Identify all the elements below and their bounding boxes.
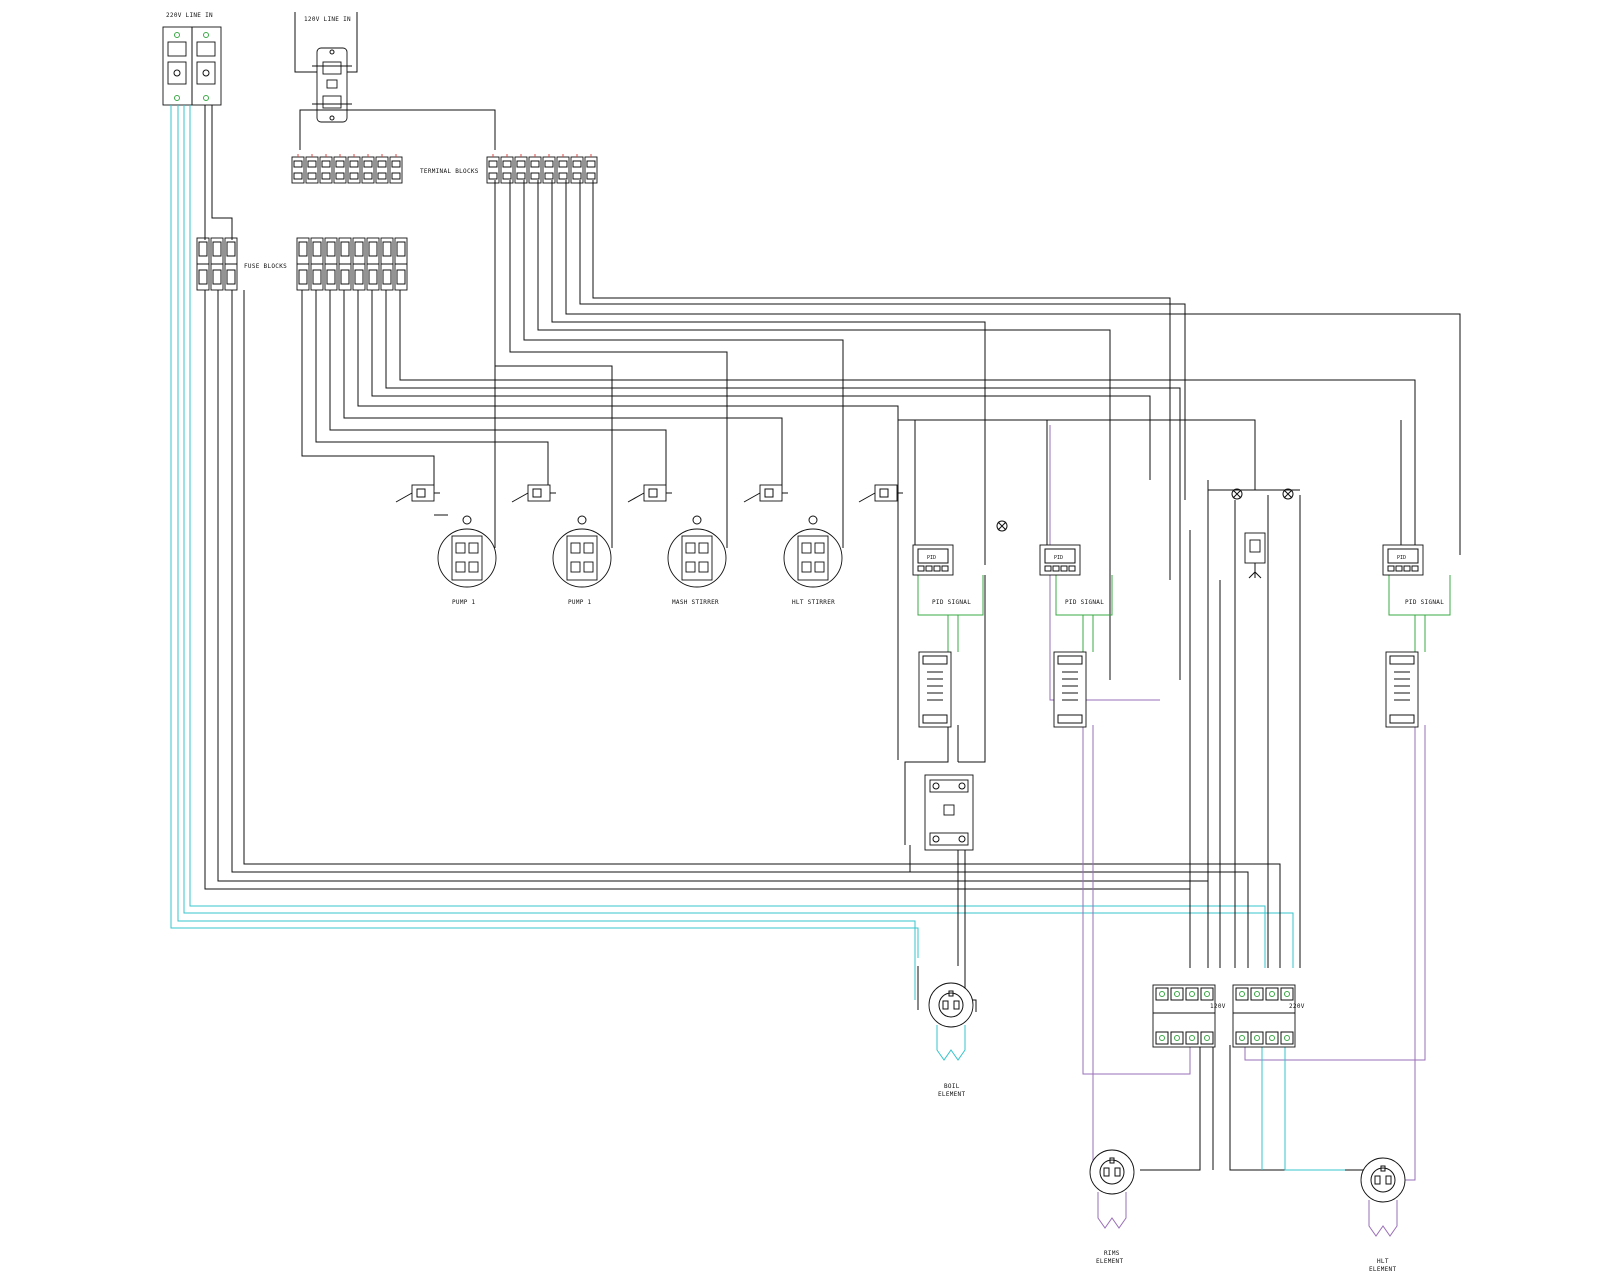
outlet-mash-stirrer	[667, 515, 727, 588]
label-mash-stirrer: MASH STIRRER	[672, 599, 719, 606]
terminal-block-icon	[556, 154, 570, 184]
pid-face-label: PID	[927, 555, 936, 561]
fuse-block-icon	[210, 237, 224, 291]
terminal-block-icon	[584, 154, 598, 184]
outlet-hlt-stirrer	[783, 515, 843, 588]
pid-face-label: PID	[1054, 555, 1063, 561]
label-pid-signal-3: PID SIGNAL	[1405, 599, 1444, 606]
contactor-220v	[1232, 984, 1296, 1048]
fuse-block-icon	[324, 237, 338, 291]
fuse-block-icon	[310, 237, 324, 291]
fuse-block-icon	[352, 237, 366, 291]
fuse-block-icon	[296, 237, 310, 291]
ssr-1	[918, 651, 952, 728]
label-pid-signal-1: PID SIGNAL	[932, 599, 971, 606]
terminal-block-icon	[375, 154, 389, 184]
pid-controller-3: PID	[1382, 544, 1424, 576]
terminal-blocks-right	[486, 154, 598, 184]
gfci-outlet-120v: 120V LINE IN	[294, 12, 358, 123]
label-hlt-element-2: ELEMENT	[1369, 1266, 1396, 1273]
terminal-block-icon	[514, 154, 528, 184]
terminal-block-icon	[528, 154, 542, 184]
terminal-block-icon	[486, 154, 500, 184]
label-contactor-220v: 220V	[1289, 1003, 1305, 1010]
terminal-blocks-left	[291, 154, 403, 184]
terminal-block-icon	[319, 154, 333, 184]
label-contactor-120v: 120V	[1210, 1003, 1226, 1010]
label-terminal-blocks: TERMINAL BLOCKS	[420, 168, 479, 175]
pid-controller-2: PID	[1039, 544, 1081, 576]
fuse-block-icon	[380, 237, 394, 291]
label-120v-line-in: 120V LINE IN	[304, 16, 351, 23]
toggle-switch-icon	[627, 484, 672, 503]
element-rims	[1097, 1192, 1127, 1229]
label-rims-element-2: ELEMENT	[1096, 1258, 1123, 1265]
terminal-block-icon	[347, 154, 361, 184]
pilot-light-2	[1231, 488, 1243, 500]
label-pid-signal-2: PID SIGNAL	[1065, 599, 1104, 606]
breaker-220v: 220V LINE IN	[162, 12, 222, 106]
fuse-block-icon	[224, 237, 238, 291]
element-boil	[936, 1025, 966, 1061]
toggle-switch-icon	[511, 484, 556, 503]
outlet-pump1-b	[552, 515, 612, 588]
terminal-block-icon	[570, 154, 584, 184]
label-220v-line-in: 220V LINE IN	[166, 12, 213, 19]
fuse-blocks-220v	[196, 237, 238, 291]
terminal-block-icon	[305, 154, 319, 184]
fuse-blocks-120v	[296, 237, 408, 291]
label-pump1-a: PUMP 1	[452, 599, 476, 606]
terminal-block-icon	[542, 154, 556, 184]
pilot-light	[996, 520, 1008, 532]
terminal-block-icon	[500, 154, 514, 184]
receptacle-boil	[928, 982, 974, 1028]
relay-boil	[924, 774, 974, 851]
toggle-switches	[395, 484, 903, 503]
wiring	[170, 105, 1461, 1181]
pid-controller-1: PID	[912, 544, 954, 576]
terminal-block-icon	[361, 154, 375, 184]
contactor-120v	[1152, 984, 1216, 1048]
element-hlt	[1368, 1200, 1398, 1237]
fuse-block-icon	[394, 237, 408, 291]
pid-face-label: PID	[1397, 555, 1406, 561]
toggle-switch-icon	[743, 484, 788, 503]
label-fuse-blocks: FUSE BLOCKS	[244, 263, 287, 270]
label-boil-element-2: ELEMENT	[938, 1091, 965, 1098]
ssr-2	[1053, 651, 1087, 728]
outlet-pump1-a	[437, 515, 497, 588]
receptacle-hlt	[1360, 1157, 1406, 1203]
key-switch	[1244, 532, 1266, 579]
receptacle-rims	[1089, 1149, 1135, 1195]
terminal-block-icon	[291, 154, 305, 184]
fuse-block-icon	[338, 237, 352, 291]
label-boil-element-1: BOIL	[944, 1083, 960, 1090]
label-rims-element-1: RIMS	[1104, 1250, 1120, 1257]
toggle-switch-icon	[858, 484, 903, 503]
toggle-switch-icon	[395, 484, 440, 503]
ssr-3	[1385, 651, 1419, 728]
fuse-block-icon	[196, 237, 210, 291]
terminal-block-icon	[333, 154, 347, 184]
label-hlt-element-1: HLT	[1377, 1258, 1389, 1265]
terminal-block-icon	[389, 154, 403, 184]
pilot-light-3	[1282, 488, 1294, 500]
fuse-block-icon	[366, 237, 380, 291]
label-hlt-stirrer: HLT STIRRER	[792, 599, 835, 606]
label-pump1-b: PUMP 1	[568, 599, 592, 606]
